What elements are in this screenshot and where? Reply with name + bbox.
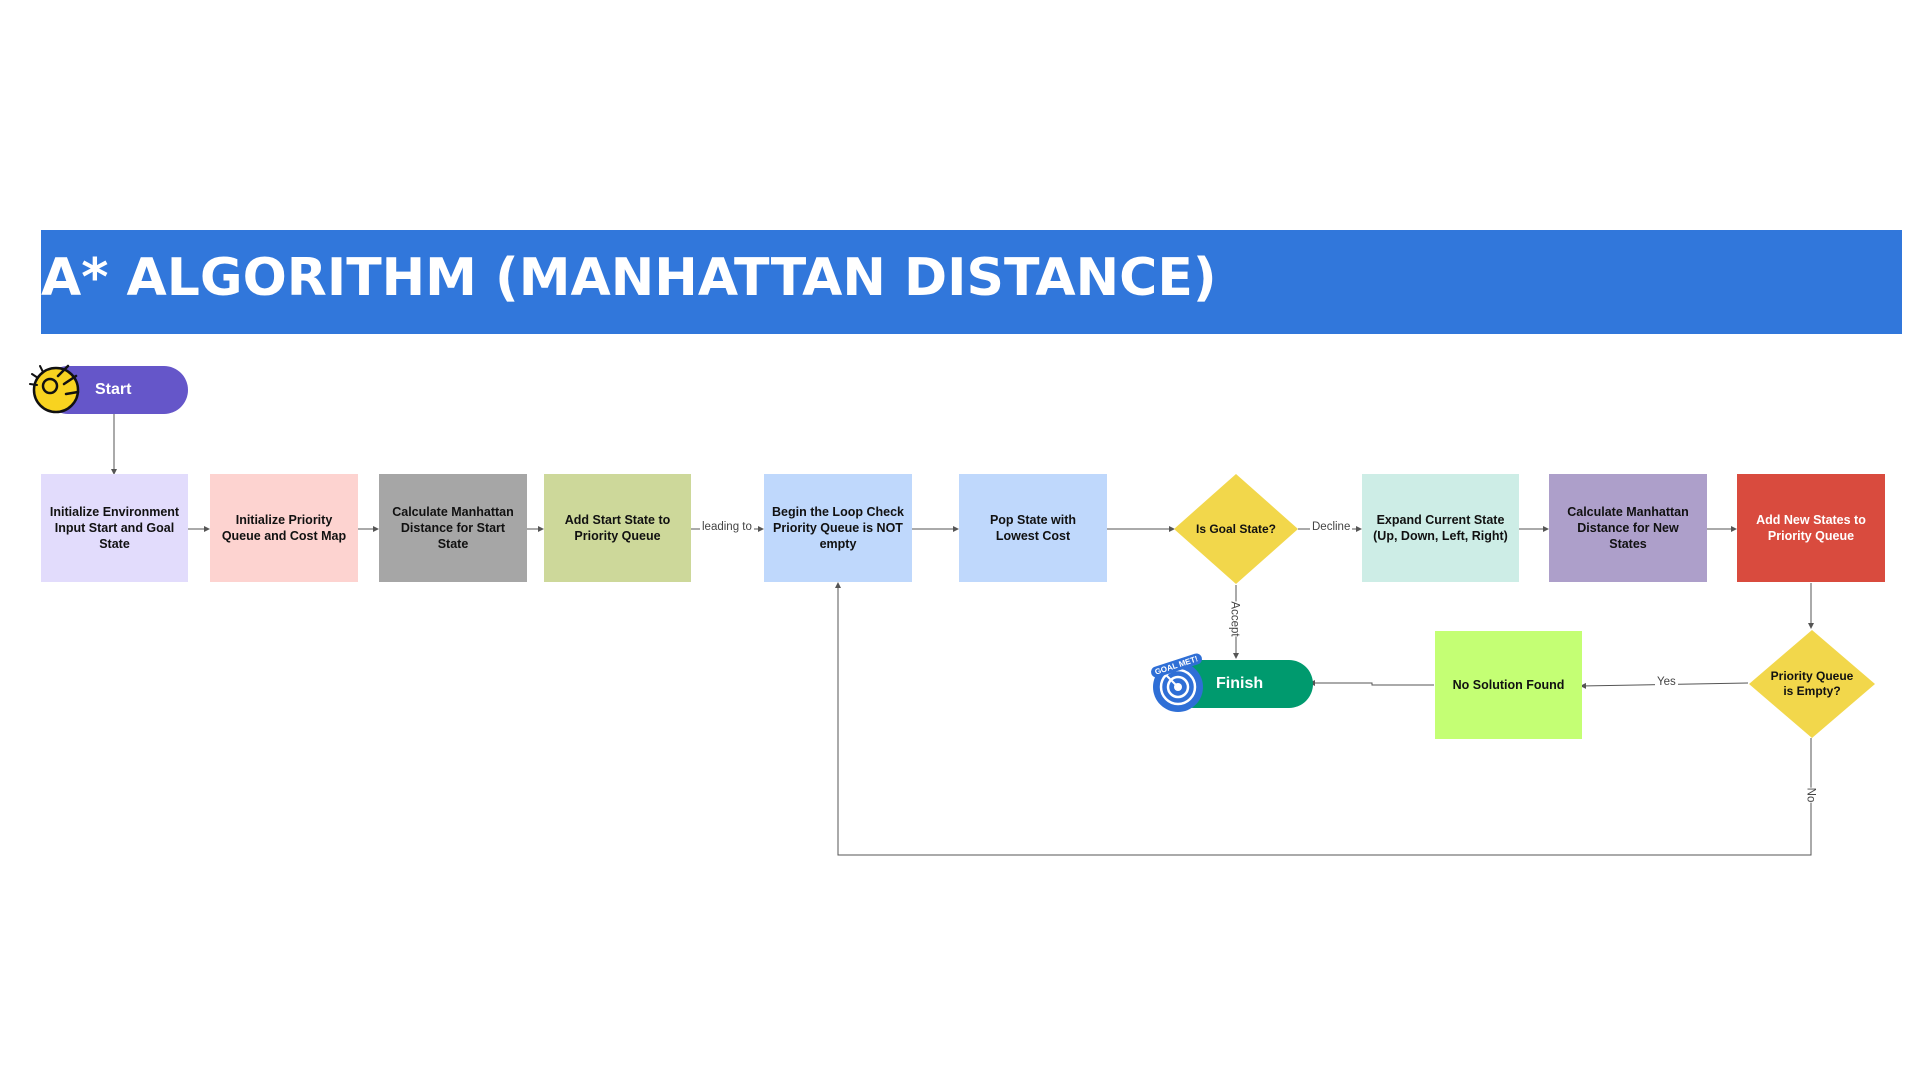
edge-label-yes: Yes xyxy=(1655,676,1678,688)
title-banner xyxy=(41,230,1902,334)
step-expand-state: Expand Current State (Up, Down, Left, Ri… xyxy=(1362,474,1519,582)
decision-queue-empty-shape xyxy=(1749,630,1875,738)
step-begin-loop: Begin the Loop Check Priority Queue is N… xyxy=(764,474,912,582)
step-add-new-states: Add New States to Priority Queue xyxy=(1737,474,1885,582)
finish-label: Finish xyxy=(1216,675,1264,692)
page-title: A* ALGORITHM (MANHATTAN DISTANCE) xyxy=(41,248,1217,308)
edge-label-decline: Decline xyxy=(1310,521,1353,533)
step-calculate-new-distance: Calculate Manhattan Distance for New Sta… xyxy=(1549,474,1707,582)
edge-no-solution-to-finish xyxy=(1309,680,1434,686)
decision-is-goal: Is Goal State? xyxy=(1195,521,1277,536)
step-add-start-state: Add Start State to Priority Queue xyxy=(544,474,691,582)
step-pop-state: Pop State with Lowest Cost xyxy=(959,474,1107,582)
decision-queue-empty: Priority Queue is Empty? xyxy=(1770,669,1854,698)
step-initialize-priority-queue: Initialize Priority Queue and Cost Map xyxy=(210,474,358,582)
edge-label-no: No xyxy=(1804,787,1817,803)
step-no-solution: No Solution Found xyxy=(1435,631,1582,739)
decision-is-goal-shape xyxy=(1174,474,1298,584)
step-calculate-start-distance: Calculate Manhattan Distance for Start S… xyxy=(379,474,527,582)
step-initialize-environment: Initialize Environment Input Start and G… xyxy=(41,474,188,582)
edge-queue-empty-no-loop xyxy=(835,582,1812,856)
start-label: Start xyxy=(95,381,132,398)
edge-label-leading-to: leading to xyxy=(700,521,754,533)
ok-hand-icon xyxy=(29,364,80,414)
edge-label-accept: Accept xyxy=(1228,601,1241,637)
